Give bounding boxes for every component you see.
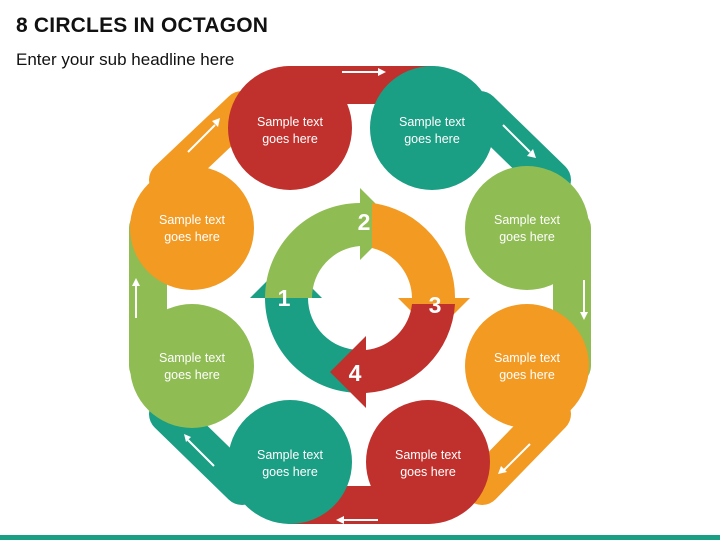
frame-arrow-top-left (187, 118, 220, 153)
circle-2-text-line1: Sample text (399, 115, 466, 129)
circle-5: Sample text goes here (366, 400, 490, 524)
cycle-step-4-label: 4 (349, 360, 362, 386)
frame-arrow-right (580, 280, 588, 320)
circle-4-text-line1: Sample text (494, 351, 561, 365)
circle-8-shape (130, 166, 254, 290)
cycle-step-2-label: 2 (358, 209, 371, 235)
circle-1-text-line1: Sample text (257, 115, 324, 129)
frame-arrows (132, 68, 588, 524)
circle-2-text-line2: goes here (404, 132, 460, 146)
circle-8: Sample text goes here (130, 166, 254, 290)
frame-arrow-bottom (336, 516, 378, 524)
circle-1-text-line2: goes here (262, 132, 318, 146)
circle-8-text-line1: Sample text (159, 213, 226, 227)
octagon-frame (129, 66, 591, 524)
circle-6-shape (228, 400, 352, 524)
circle-3-text-line2: goes here (499, 230, 555, 244)
circle-5-text-line1: Sample text (395, 448, 462, 462)
circle-4-text-line2: goes here (499, 368, 555, 382)
circle-2-shape (370, 66, 494, 190)
circle-6: Sample text goes here (228, 400, 352, 524)
circle-4-shape (465, 304, 589, 428)
circle-8-text-line2: goes here (164, 230, 220, 244)
cycle-arrows (250, 188, 470, 408)
circle-1: Sample text goes here (228, 66, 352, 190)
cycle-arrow-3 (372, 203, 456, 298)
circle-2: Sample text goes here (370, 66, 494, 190)
frame-arrow-bottom-right (498, 443, 531, 474)
frame-arrow-top (342, 68, 386, 76)
cycle-arrow-4 (366, 304, 455, 393)
circle-3-text-line1: Sample text (494, 213, 561, 227)
cycle-arrow-2 (265, 203, 360, 298)
frame-arrow-bottom-left (184, 434, 215, 467)
cycle-step-3-label: 3 (429, 292, 442, 318)
circle-7: Sample text goes here (130, 304, 254, 428)
circle-3: Sample text goes here (465, 166, 589, 290)
circle-4: Sample text goes here (465, 304, 589, 428)
circle-7-text-line2: goes here (164, 368, 220, 382)
circle-6-text-line1: Sample text (257, 448, 324, 462)
footer-accent-bar (0, 535, 720, 540)
page-title: 8 CIRCLES IN OCTAGON (16, 14, 269, 37)
circle-3-shape (465, 166, 589, 290)
circle-5-shape (366, 400, 490, 524)
circle-7-text-line1: Sample text (159, 351, 226, 365)
cycle-step-1-label: 1 (278, 285, 291, 311)
page-subtitle: Enter your sub headline here (16, 50, 235, 69)
circle-6-text-line2: goes here (262, 465, 318, 479)
circle-5-text-line2: goes here (400, 465, 456, 479)
cycle-arrow-4-head (330, 336, 366, 408)
cycle-numbers: 1 2 3 4 (278, 209, 442, 386)
circle-1-shape (228, 66, 352, 190)
circle-7-shape (130, 304, 254, 428)
frame-arrow-top-right (502, 124, 536, 158)
frame-arrow-left (132, 278, 140, 318)
